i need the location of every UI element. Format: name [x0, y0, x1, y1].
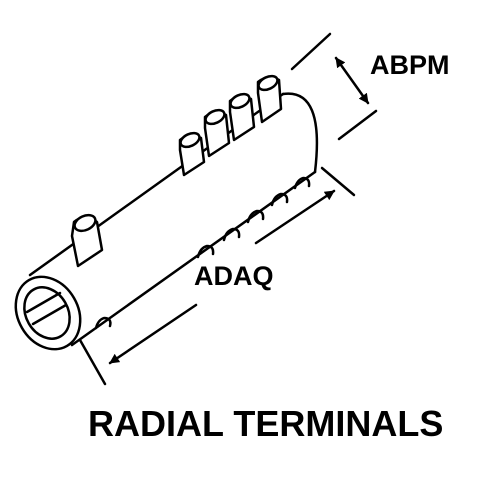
top-terminals: [70, 74, 283, 268]
extension-line: [78, 338, 107, 386]
bottom-terminal: [222, 227, 241, 242]
screw-slot: [25, 291, 68, 326]
bottom-terminal: [246, 209, 265, 224]
extension-line: [320, 166, 356, 197]
top-terminal-cap: [179, 131, 201, 149]
top-terminal-cap: [229, 92, 251, 110]
caption: RADIAL TERMINALS: [88, 403, 443, 444]
cylinder-far-end: [281, 92, 319, 174]
dimension-arrow-upper: [254, 189, 336, 245]
bottom-terminal: [94, 316, 112, 330]
top-terminal-cap: [73, 213, 97, 233]
component-body: [14, 92, 319, 351]
top-terminal-cap: [257, 74, 279, 92]
dimension-adaq: [78, 166, 356, 386]
screw-head: [23, 286, 71, 340]
bottom-terminal: [293, 176, 311, 190]
bottom-terminal: [270, 192, 289, 207]
dimension-arrow-lower: [108, 303, 198, 365]
dimension-arrow: [334, 56, 370, 105]
bottom-terminal: [196, 244, 215, 259]
extension-line: [290, 32, 332, 71]
end-face-outer: [14, 275, 82, 351]
extension-line: [337, 109, 378, 141]
dimension-abpm: [290, 32, 378, 141]
label-abpm: ABPM: [370, 50, 450, 80]
label-adaq: ADAQ: [194, 261, 274, 291]
top-terminal-cap: [204, 108, 226, 126]
